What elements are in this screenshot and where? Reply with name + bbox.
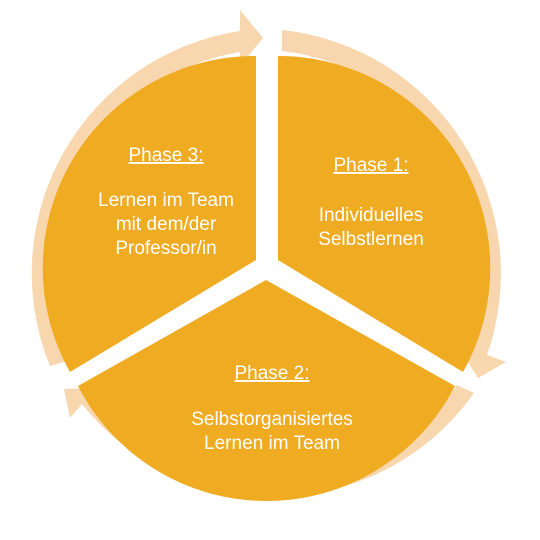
phase-1-title: Phase 1: (334, 155, 409, 176)
phase-3-title: Phase 3: (129, 145, 204, 166)
cycle-arrow-phase1 (282, 30, 506, 378)
phase-1-desc-line-2: Selbstlernen (318, 229, 424, 250)
phase-3-desc-line-2: mit dem/der (116, 214, 217, 235)
phase-2-title: Phase 2: (235, 363, 310, 384)
phase-2-desc-line-1: Selbstorganisiertes (191, 409, 353, 430)
segment-phase-1 (278, 55, 491, 372)
phase-3-desc-line-3: Professor/in (115, 238, 216, 259)
phase-2-label: Phase 2: Selbstorganisiertes Lernen im T… (191, 363, 353, 454)
phase-1-desc-line-1: Individuelles (319, 205, 424, 226)
phase-segments (42, 55, 491, 501)
phase-2-desc-line-2: Lernen im Team (204, 433, 340, 454)
phase-3-desc-line-1: Lernen im Team (98, 190, 234, 211)
phase-3-label: Phase 3: Lernen im Team mit dem/der Prof… (98, 145, 234, 259)
segment-phase-2 (78, 280, 455, 501)
segment-phase-3 (42, 55, 256, 373)
phase-1-label: Phase 1: Individuelles Selbstlernen (318, 155, 424, 250)
